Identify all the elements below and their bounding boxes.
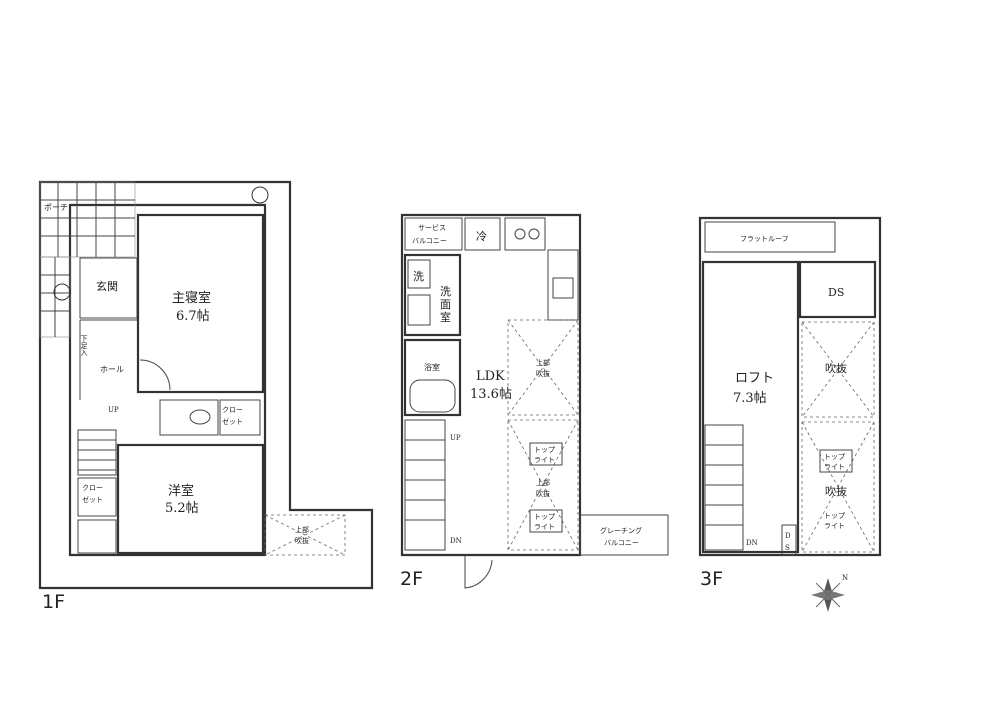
washroom-label-line3: 室 bbox=[440, 310, 451, 324]
compass-icon: N bbox=[811, 574, 848, 612]
ldk-size: 13.6帖 bbox=[470, 387, 512, 402]
floor-2-label: 2F bbox=[400, 568, 423, 590]
upper-void1-label-line1: 上部 bbox=[536, 358, 550, 367]
ds2-label-line1: D bbox=[785, 532, 791, 540]
closet1-label-line2: ゼット bbox=[222, 417, 243, 426]
floor-3: フラットルーフ DS ロフト 7.3帖 吹抜 トップ ライト 吹抜 トップ ライ… bbox=[698, 216, 882, 590]
closet2-label-line2: ゼット bbox=[82, 495, 103, 504]
floor-1-label: 1F bbox=[42, 591, 65, 613]
toplight1-label-line2: ライト bbox=[534, 456, 555, 464]
up-label-1f: UP bbox=[108, 406, 119, 414]
upper-void-label-line1: 上部 bbox=[295, 525, 309, 534]
toplight1-label-line1: トップ bbox=[534, 446, 555, 454]
compass-north-label: N bbox=[842, 574, 848, 582]
master-bedroom-size: 6.7帖 bbox=[176, 309, 210, 324]
closet2-label-line1: クロー bbox=[82, 484, 103, 492]
ds2-label-line2: S bbox=[785, 544, 790, 552]
entrance-label: 玄関 bbox=[96, 279, 118, 293]
toplight1-3f-label-line1: トップ bbox=[824, 453, 845, 461]
upper-void1-label-line2: 吹抜 bbox=[536, 369, 550, 378]
closet1-label-line1: クロー bbox=[222, 406, 243, 414]
flat-roof-label: フラットルーフ bbox=[740, 235, 789, 243]
upper-void2-label-line2: 吹抜 bbox=[536, 489, 550, 498]
grating-balcony-label-line1: グレーチング bbox=[600, 526, 642, 535]
toplight2-label-line2: ライト bbox=[534, 523, 555, 531]
western-room-label: 洋室 bbox=[168, 483, 194, 499]
shoe-storage-label: 下足入 bbox=[80, 335, 88, 356]
loft-size: 7.3帖 bbox=[733, 391, 767, 406]
toplight2-3f-label-line1: トップ bbox=[824, 512, 845, 520]
bathroom-label: 浴室 bbox=[424, 362, 440, 372]
stairs-3f bbox=[704, 424, 744, 551]
service-balcony-label-line2: バルコニー bbox=[412, 237, 447, 245]
grating-balcony-label-line2: バルコニー bbox=[604, 539, 639, 547]
toplight2-3f-label-line2: ライト bbox=[824, 522, 845, 530]
upper-void-label-line2: 吹抜 bbox=[295, 536, 309, 545]
up-label-2f: UP bbox=[450, 434, 461, 442]
void2-label: 吹抜 bbox=[825, 484, 847, 498]
toplight2-label-line1: トップ bbox=[534, 513, 555, 521]
ds1-label: DS bbox=[828, 286, 844, 299]
master-bedroom-label: 主寝室 bbox=[172, 290, 211, 306]
stairs-1f bbox=[77, 429, 117, 476]
laundry-label: 洗 bbox=[413, 270, 424, 283]
ldk-label: LDK bbox=[476, 369, 505, 384]
floor-2: サービス バルコニー 冷 洗 洗 面 室 浴室 LDK 13.6帖 上部 吹抜 … bbox=[400, 213, 669, 590]
floor-1: ポーチ 玄関 下足入 ホール UP 主寝室 6.7帖 クロー ゼット クロー ゼ… bbox=[38, 180, 374, 613]
floor-3-label: 3F bbox=[700, 568, 723, 590]
fridge-label: 冷 bbox=[476, 230, 487, 243]
toplight1-3f-label-line2: ライト bbox=[824, 463, 845, 471]
washroom-label-line2: 面 bbox=[440, 298, 451, 311]
porch-tiles bbox=[39, 181, 136, 338]
plant-icon bbox=[53, 283, 71, 301]
dn-label-2f: DN bbox=[450, 537, 462, 545]
washroom-label-line1: 洗 bbox=[440, 285, 451, 298]
western-room-size: 5.2帖 bbox=[165, 501, 199, 516]
hall-label: ホール bbox=[100, 365, 124, 374]
porch-label: ポーチ bbox=[44, 203, 68, 212]
stairs-2f bbox=[404, 419, 446, 551]
loft-label: ロフト bbox=[735, 371, 774, 386]
service-balcony-label-line1: サービス bbox=[418, 223, 446, 232]
dn-label-3f: DN bbox=[746, 539, 758, 547]
upper-void2-label-line1: 上部 bbox=[536, 478, 550, 487]
plant-icon bbox=[251, 186, 269, 204]
void1-label: 吹抜 bbox=[825, 361, 847, 375]
